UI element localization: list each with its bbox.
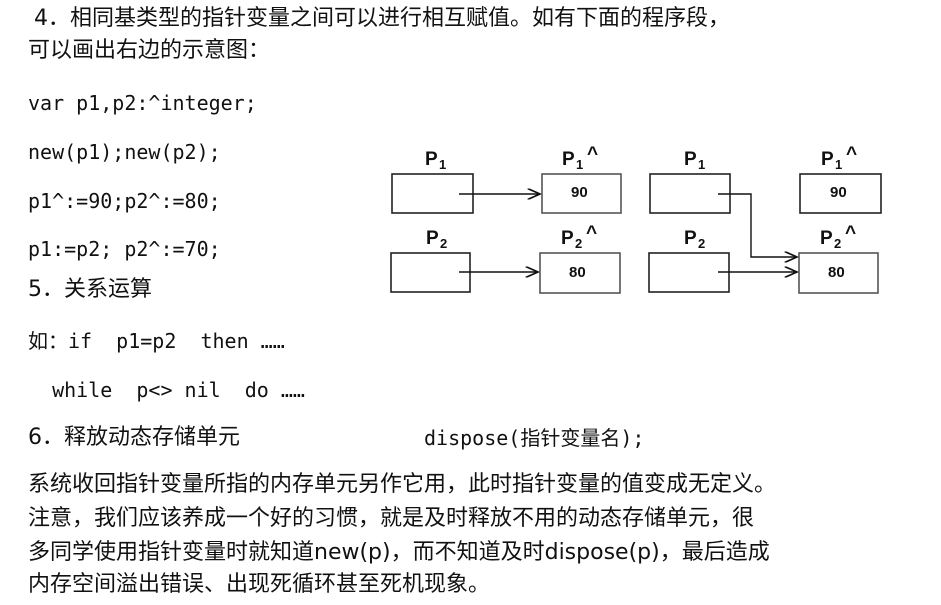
left-p2-label: P 2 xyxy=(426,228,447,251)
left-p1-label: P 1 xyxy=(425,149,446,172)
svg-text:2: 2 xyxy=(698,236,705,251)
svg-text:1: 1 xyxy=(439,157,446,172)
svg-text:P: P xyxy=(425,149,438,170)
svg-text:P: P xyxy=(561,228,574,249)
intro-line-1: 4．相同基类型的指针变量之间可以进行相互赋值。如有下面的程序段， xyxy=(34,6,730,31)
right-p2-target-label: P 2 ^ xyxy=(820,223,856,251)
left-p1-target-label: P 1 ^ xyxy=(562,144,598,172)
left-p1-target-value: 90 xyxy=(571,184,588,201)
svg-text:1: 1 xyxy=(576,157,583,172)
svg-text:1: 1 xyxy=(698,157,705,172)
right-p1-target-value: 90 xyxy=(830,184,847,201)
code-line-1: var p1,p2:^integer; xyxy=(28,91,257,115)
section-5-heading: 5．关系运算 xyxy=(28,277,152,302)
left-p2-target-value: 80 xyxy=(569,264,586,281)
right-p1-label: P 1 xyxy=(684,149,705,172)
code-line-2: new(p1);new(p2); xyxy=(28,140,221,164)
right-p2-label: P 2 xyxy=(684,228,705,251)
right-p2-target-value: 80 xyxy=(828,264,845,281)
code-line-3: p1^:=90;p2^:=80; xyxy=(28,189,221,213)
intro-line-2: 可以画出右边的示意图： xyxy=(28,38,271,63)
paragraph-line-3: 多同学使用指针变量时就知道new(p)，而不知道及时dispose(p)，最后造… xyxy=(28,540,770,565)
left-p2-target-label: P 2 ^ xyxy=(561,223,597,251)
svg-text:P: P xyxy=(820,228,833,249)
right-p1-target-label: P 1 ^ xyxy=(821,144,857,172)
left-p2-target-box xyxy=(539,252,621,294)
left-p1-target-box xyxy=(541,173,622,214)
svg-text:^: ^ xyxy=(586,223,597,244)
right-p1-target-box xyxy=(799,173,882,214)
section-6-heading: 6．释放动态存储单元 xyxy=(28,425,240,450)
code-line-4: p1:=p2; p2^:=70; xyxy=(28,237,221,261)
example-while: while p<> nil do …… xyxy=(28,378,305,402)
svg-text:2: 2 xyxy=(440,236,447,251)
svg-text:P: P xyxy=(684,149,697,170)
paragraph-line-4: 内存空间溢出错误、出现死循环甚至死机现象。 xyxy=(28,572,491,597)
right-p1-arrow xyxy=(718,193,797,257)
right-p2-box xyxy=(648,252,730,293)
example-if: 如：if p1=p2 then …… xyxy=(28,329,285,353)
svg-text:^: ^ xyxy=(587,144,598,165)
svg-text:^: ^ xyxy=(845,223,856,244)
svg-text:2: 2 xyxy=(834,236,841,251)
svg-text:2: 2 xyxy=(575,236,582,251)
svg-text:^: ^ xyxy=(846,144,857,165)
svg-text:P: P xyxy=(684,228,697,249)
dispose-syntax: dispose(指针变量名); xyxy=(424,426,645,450)
svg-text:P: P xyxy=(821,149,834,170)
svg-text:P: P xyxy=(562,149,575,170)
paragraph-line-2: 注意，我们应该养成一个好的习惯，就是及时释放不用的动态存储单元，很 xyxy=(28,506,755,531)
right-p2-target-box xyxy=(798,252,879,294)
left-p2-box xyxy=(390,252,471,293)
paragraph-line-1: 系统收回指针变量所指的内存单元另作它用，此时指针变量的值变成无定义。 xyxy=(28,472,777,497)
svg-text:1: 1 xyxy=(835,157,842,172)
svg-text:P: P xyxy=(426,228,439,249)
